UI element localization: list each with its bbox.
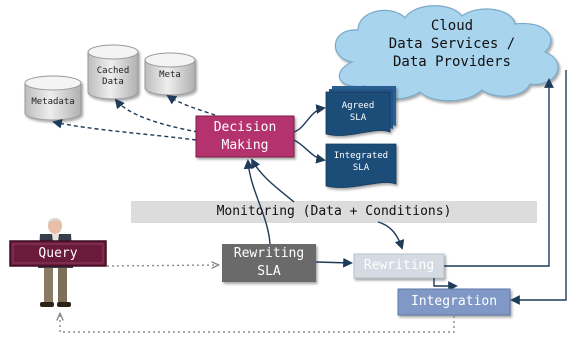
document-agreed-sla: [325, 86, 396, 136]
monitoring-label: Monitoring (Data + Conditions): [216, 204, 452, 219]
arrow-rewriting-to-cloud: [444, 78, 554, 267]
database-cached-data: [87, 44, 139, 100]
query-sign: [9, 240, 107, 267]
integrated-sla-label: Integrated SLA: [333, 151, 389, 173]
database-meta-label: Meta: [159, 70, 181, 80]
arrow-cloud-to-integration: [510, 70, 567, 305]
arrow-monitoring-to-rewriting: [377, 221, 405, 250]
arrow-decision-to-meta: [166, 94, 216, 116]
cloud-shape: [334, 5, 559, 102]
rewriting-box: [353, 253, 445, 279]
monitoring-band: [131, 201, 537, 223]
arrow-query-to-rewriting-sla: [106, 265, 218, 266]
database-metadata: [24, 75, 82, 121]
decision-making-box: [195, 115, 295, 158]
integration-box: [397, 288, 511, 316]
arrow-rewriting-sla-to-decision: [243, 159, 271, 245]
arrow-decision-to-agreed-sla: [293, 104, 326, 133]
rewriting-sla-label: Rewriting SLA: [233, 246, 305, 279]
arrow-rewriting-to-integration: [433, 278, 458, 291]
arrow-decision-to-cached: [114, 98, 199, 133]
database-cached-data-label: Cached Data: [96, 66, 130, 87]
document-integrated-sla: [325, 143, 397, 188]
database-metadata-label: Metadata: [31, 97, 75, 107]
database-meta: [144, 52, 196, 96]
agreed-sla-label: Agreed SLA: [341, 101, 375, 123]
arrow-decision-to-metadata: [52, 118, 197, 141]
arrow-integration-to-query: [60, 314, 455, 333]
integration-label: Integration: [410, 294, 498, 309]
rewriting-label: Rewriting: [363, 258, 435, 273]
arrow-monitoring-to-decision-1: [251, 158, 295, 203]
rewriting-sla-box: [222, 244, 316, 282]
decision-making-label: Decision Making: [213, 120, 277, 153]
query-label: Query: [38, 246, 78, 261]
arrow-rewriting-sla-to-rewriting: [315, 257, 353, 268]
arrow-decision-to-integrated-sla: [293, 139, 326, 164]
cloud-label: Cloud Data Services / Data Providers: [388, 18, 516, 70]
